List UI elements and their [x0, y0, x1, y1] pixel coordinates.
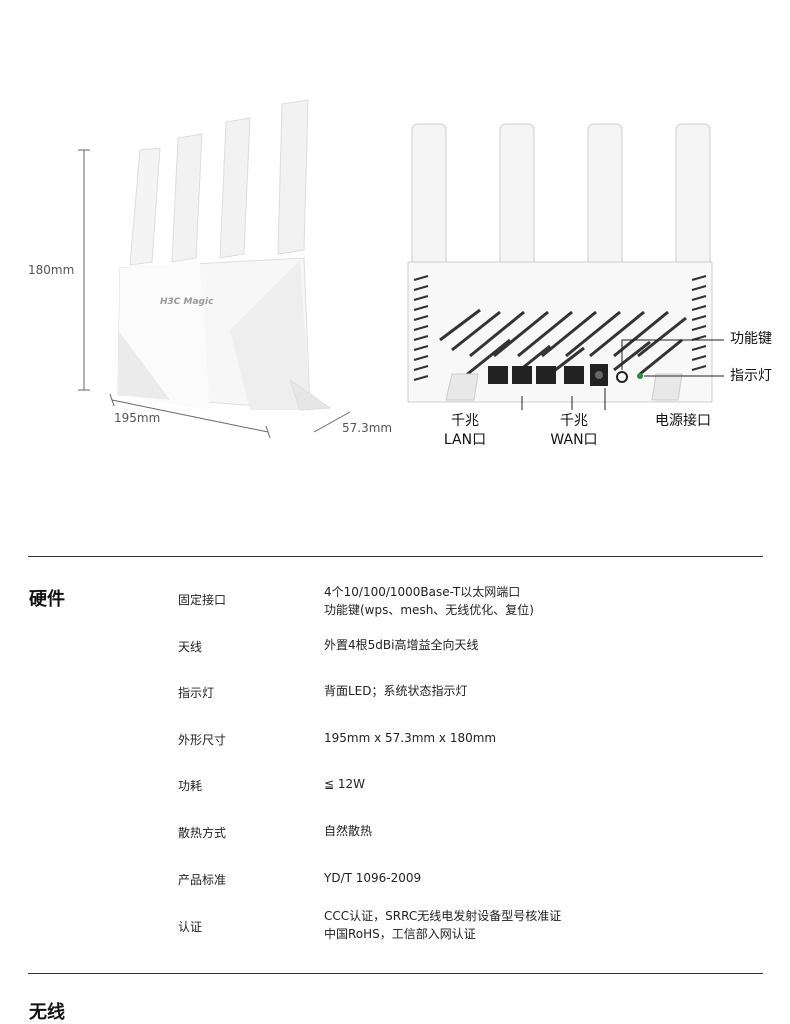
section-title-hardware: 硬件	[29, 589, 65, 610]
product-figure: H3C Magic 180mm 195mm 57.3mm	[0, 0, 790, 460]
lan-port-2	[512, 366, 532, 384]
spec-value-antenna: 外置4根5dBi高增益全向天线	[324, 638, 479, 652]
lan-port-1	[488, 366, 508, 384]
status-led	[637, 373, 643, 379]
spec-value-line: 4个10/100/1000Base-T以太网端口	[324, 585, 521, 599]
spec-label-dimensions: 外形尺寸	[178, 733, 227, 747]
spec-value-line: 中国RoHS，工信部入网认证	[324, 927, 476, 941]
wan-port	[564, 366, 584, 384]
lan-label-line2: LAN口	[443, 432, 487, 448]
width-dimension-label: 195mm	[114, 411, 161, 425]
spec-value-line: 功能键(wps、mesh、无线优化、复位)	[324, 603, 534, 617]
power-label: 电源接口	[655, 413, 711, 429]
depth-dimension-label: 57.3mm	[342, 421, 393, 435]
spec-value-power-consumption: ≦ 12W	[324, 777, 366, 791]
lan-label: 千兆 LAN口	[436, 412, 494, 450]
spec-value-certification: CCC认证，SRRC无线电发射设备型号核准证 中国RoHS，工信部入网认证	[324, 907, 561, 943]
function-key	[616, 371, 628, 383]
router-perspective-illustration: H3C Magic	[78, 99, 351, 439]
spec-label-certification: 认证	[178, 920, 203, 934]
spec-label-cooling: 散热方式	[178, 826, 227, 840]
spec-label-power-consumption: 功耗	[178, 779, 203, 793]
spec-value-dimensions: 195mm x 57.3mm x 180mm	[324, 731, 497, 745]
spec-label-fixed-ports: 固定接口	[178, 593, 227, 607]
spec-label-standard: 产品标准	[178, 873, 227, 887]
indicator-label: 指示灯	[730, 368, 772, 384]
lan-label-line1: 千兆	[451, 413, 479, 429]
lan-port-3	[536, 366, 556, 384]
spec-label-antenna: 天线	[178, 640, 203, 654]
brand-logo: H3C Magic	[160, 297, 214, 307]
wan-label: 千兆 WAN口	[542, 412, 606, 450]
spec-value-fixed-ports: 4个10/100/1000Base-T以太网端口 功能键(wps、mesh、无线…	[324, 583, 534, 619]
spec-label-indicator: 指示灯	[178, 686, 215, 700]
spec-value-cooling: 自然散热	[324, 824, 373, 838]
height-dimension-label: 180mm	[28, 263, 75, 277]
wan-label-line2: WAN口	[550, 432, 598, 448]
spec-value-standard: YD/T 1096-2009	[324, 871, 422, 885]
section-title-wireless: 无线	[29, 1002, 65, 1023]
section-divider-bottom	[28, 973, 763, 974]
section-divider-top	[28, 556, 763, 557]
wan-label-line1: 千兆	[560, 413, 588, 429]
spec-value-line: CCC认证，SRRC无线电发射设备型号核准证	[324, 909, 562, 923]
router-rear-illustration	[407, 123, 724, 410]
function-key-label: 功能键	[730, 331, 772, 347]
spec-value-indicator: 背面LED；系统状态指示灯	[324, 684, 468, 698]
